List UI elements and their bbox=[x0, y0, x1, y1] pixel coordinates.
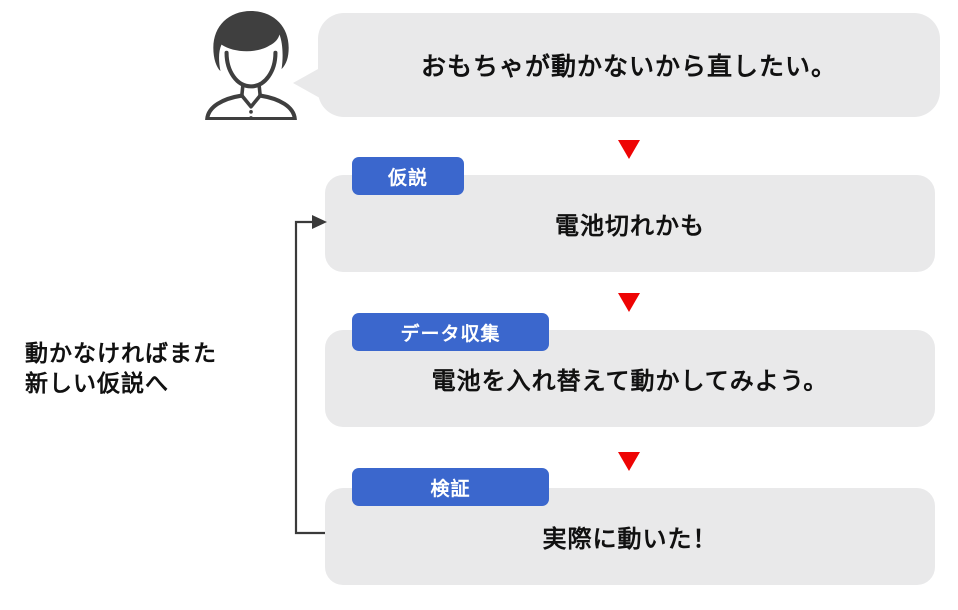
loop-note-line1: 動かなければまた bbox=[25, 340, 217, 366]
speech-bubble-text: おもちゃが動かないから直したい。 bbox=[420, 53, 837, 81]
step-text: 電池切れかも bbox=[555, 213, 705, 240]
step-label-hypothesis: 仮説 bbox=[352, 157, 464, 195]
step-label-data-collection: データ収集 bbox=[352, 313, 549, 351]
step-box-data-collection: 電池を入れ替えて動かしてみよう。 bbox=[325, 330, 935, 427]
step-label-verification: 検証 bbox=[352, 468, 549, 506]
speech-bubble: おもちゃが動かないから直したい。 bbox=[318, 13, 940, 117]
red-down-triangle-icon bbox=[618, 140, 640, 159]
step-text: 実際に動いた！ bbox=[542, 526, 718, 553]
red-down-triangle-icon bbox=[618, 293, 640, 312]
red-down-triangle-icon bbox=[618, 452, 640, 471]
loop-note: 動かなければまた 新しい仮説へ bbox=[25, 338, 265, 398]
boy-avatar-icon bbox=[200, 8, 302, 122]
step-text: 電池を入れ替えて動かしてみよう。 bbox=[431, 368, 829, 395]
loop-note-line2: 新しい仮説へ bbox=[25, 370, 169, 396]
loop-back-arrow-icon bbox=[285, 212, 333, 542]
